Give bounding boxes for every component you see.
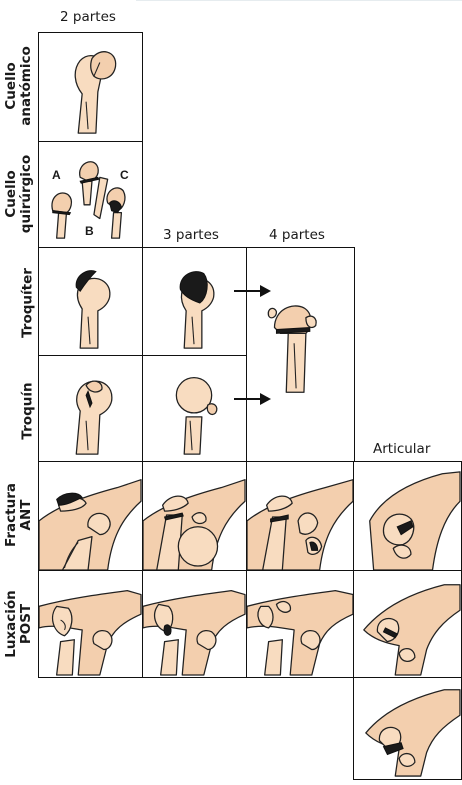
letter-b: B — [85, 224, 94, 238]
humerus-lesser-tuberosity-2p-illustration — [75, 380, 113, 455]
dislocation-post-3p-illustration — [143, 590, 246, 676]
fracture-dislocation-ant-3p-illustration — [143, 479, 246, 570]
humerus-surgical-neck-illustration — [51, 161, 126, 239]
row-label-surgical-neck: Cuello quirúrgico — [3, 154, 34, 234]
fracture-dislocation-ant-2p-illustration — [39, 479, 142, 570]
cell-2p-surgical-neck: A B C — [38, 141, 143, 248]
letter-a: A — [52, 168, 61, 182]
letter-c: C — [120, 168, 129, 182]
row-label-line-1: Fractura — [3, 483, 19, 547]
articular-fracture-ant-illustration — [369, 471, 461, 570]
humerus-anatomic-neck-illustration — [74, 51, 117, 134]
arrow-right-icon — [234, 393, 271, 405]
humeral-head — [175, 376, 213, 414]
arrow-right-icon — [234, 285, 271, 297]
row-label-line-2: ANT — [18, 499, 34, 531]
dislocated-head — [177, 526, 219, 567]
dislocation-post-2p-illustration — [39, 590, 142, 676]
articular-extra-illustration — [365, 689, 461, 777]
cell-articular-extra — [353, 677, 462, 780]
row-label-lesser-tuberosity: Troquín — [19, 382, 36, 440]
cell-3p-lesser-tuberosity — [142, 355, 247, 462]
column-header-articular: Articular — [373, 441, 431, 457]
row-label-line-2: quirúrgico — [18, 154, 34, 234]
articular-dislocation-post-illustration — [363, 584, 461, 676]
row-label-fracture-ant: Fractura ANT — [3, 483, 34, 547]
humerus-4-part-illustration — [267, 305, 317, 393]
cell-2p-fracture-ant — [38, 461, 143, 571]
row-label-anatomic-neck: Cuello anatómico — [3, 46, 34, 126]
row-label-line-1: Cuello — [3, 170, 19, 218]
row-label-line-2: anatómico — [18, 46, 34, 126]
column-header-2-parts: 2 partes — [60, 9, 116, 25]
column-header-3-parts: 3 partes — [163, 227, 219, 243]
row-label-greater-tuberosity: Troquíter — [19, 268, 36, 338]
fracture-dislocation-ant-4p-illustration — [247, 479, 354, 570]
cell-4p-fracture-ant — [246, 461, 355, 571]
cell-4p-dislocation-post — [246, 570, 355, 678]
row-label-line-1: Luxación — [3, 590, 19, 658]
cell-2p-lesser-tuberosity — [38, 355, 143, 462]
cell-2p-dislocation-post — [38, 570, 143, 678]
top-rule — [136, 0, 462, 1]
cell-2p-anatomic-neck — [38, 32, 143, 142]
column-header-4-parts: 4 partes — [269, 227, 325, 243]
humerus-lesser-tuberosity-3p-illustration — [175, 376, 218, 455]
dislocation-post-4p-illustration — [247, 589, 354, 676]
row-label-line-1: Cuello — [3, 62, 19, 110]
humerus-greater-tuberosity-2p-illustration — [75, 270, 111, 349]
cell-articular-fracture-ant — [353, 461, 462, 571]
cell-3p-greater-tuberosity — [142, 247, 247, 357]
cell-3p-fracture-ant — [142, 461, 247, 571]
cell-2p-greater-tuberosity — [38, 247, 143, 357]
cell-3p-dislocation-post — [142, 570, 247, 678]
row-label-dislocation-post: Luxación POST — [3, 590, 34, 658]
cell-articular-dislocation-post — [353, 570, 462, 678]
humerus-greater-tuberosity-3p-illustration — [179, 271, 215, 349]
row-label-line-2: POST — [18, 603, 34, 645]
cell-4p-tuberosities — [246, 247, 355, 462]
